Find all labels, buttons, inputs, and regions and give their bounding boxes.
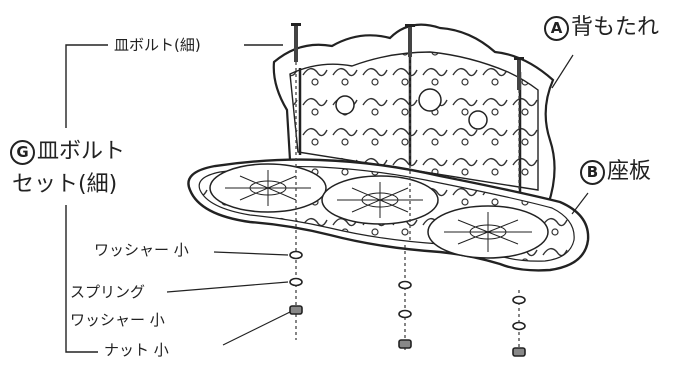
- g-set-label-text1: 皿ボルト: [37, 139, 126, 164]
- marker-b: B: [580, 160, 605, 185]
- sara-bolt-hoso-label: 皿ボルト(細): [114, 36, 201, 54]
- spring-washer-label-line1: スプリング: [70, 283, 146, 301]
- washer-small-label: ワッシャー 小: [94, 241, 189, 259]
- bolt-left: [291, 23, 301, 62]
- hardware: [289, 250, 526, 357]
- backrest: [272, 23, 556, 207]
- bolts: [291, 23, 524, 90]
- spring-washer-label-line2: ワッシャー 小: [70, 311, 165, 329]
- marker-a: A: [544, 16, 569, 41]
- nut-small-label: ナット 小: [104, 341, 169, 359]
- g-set-bracket: [65, 44, 283, 353]
- seat-plate: [187, 158, 590, 272]
- marker-g: G: [10, 140, 35, 165]
- bolt-right: [514, 57, 524, 90]
- backrest-label-text: 背もたれ: [571, 15, 660, 40]
- bolt-center: [405, 24, 415, 57]
- leader-lines: [166, 54, 589, 346]
- seat-label-text: 座板: [607, 159, 652, 184]
- g-set-label-line2: セット(細): [12, 172, 118, 197]
